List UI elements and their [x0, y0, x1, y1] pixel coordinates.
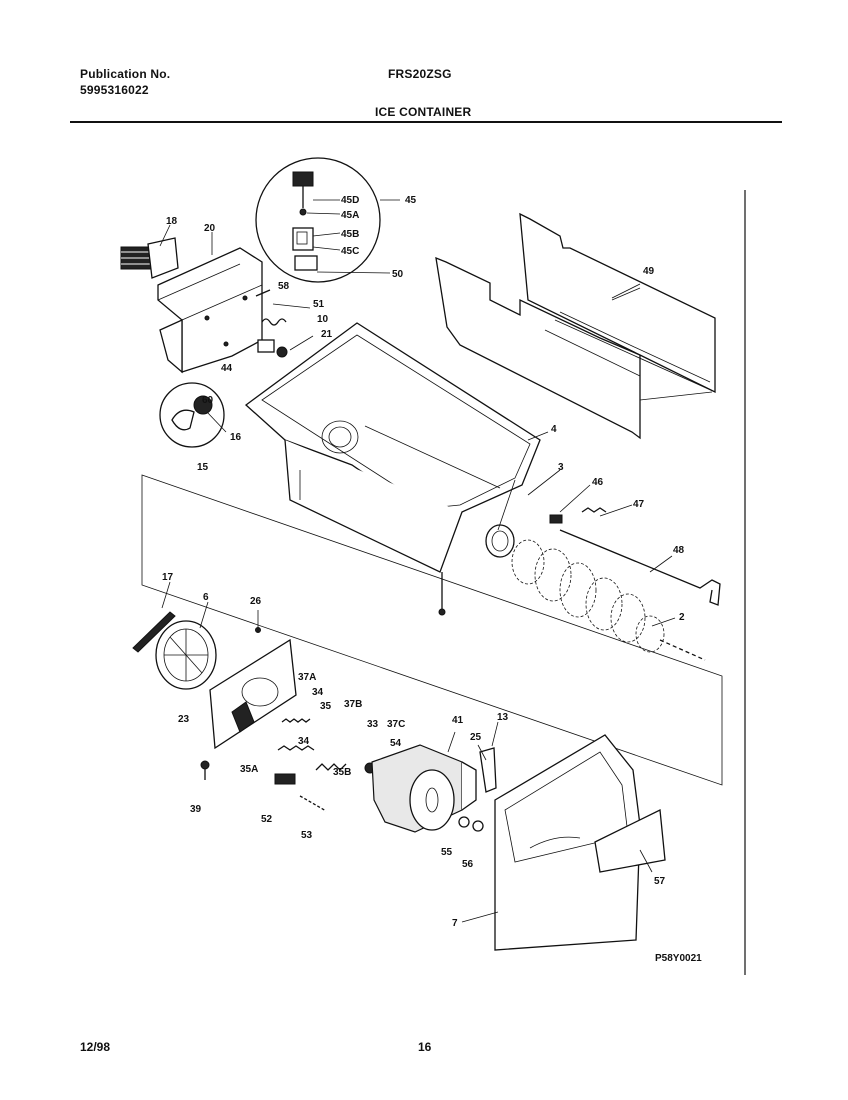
callout-45: 45	[405, 195, 417, 206]
ice-container-bucket-4	[244, 322, 541, 616]
callout-56: 56	[462, 859, 474, 870]
callout-25: 25	[470, 732, 482, 743]
publication-label: Publication No.	[80, 67, 171, 81]
callout-50: 50	[392, 269, 404, 280]
callout-60: 60	[202, 395, 214, 406]
callout-39: 39	[190, 804, 202, 815]
callout-labels: 18 20 45 45D 45A 45B 45C 50 49 58 51 10 …	[162, 195, 685, 929]
callout-16: 16	[230, 432, 242, 443]
callout-55: 55	[441, 847, 453, 858]
callout-21: 21	[321, 329, 333, 340]
leader-lines	[159, 224, 676, 923]
callout-52: 52	[261, 814, 273, 825]
detail-circle-15	[159, 382, 227, 448]
callout-4: 4	[551, 424, 557, 435]
header-rule	[70, 121, 782, 123]
detail-circle-45	[255, 157, 400, 283]
callout-18: 18	[166, 216, 178, 227]
mounting-plate-23	[200, 610, 297, 780]
callout-57: 57	[654, 876, 666, 887]
auger-assembly-2	[485, 479, 706, 661]
callout-33: 33	[367, 719, 379, 730]
callout-13: 13	[497, 712, 509, 723]
callout-2: 2	[679, 612, 685, 623]
flap-57	[594, 809, 666, 873]
callout-37B: 37B	[344, 699, 362, 710]
auger-frame-outline	[141, 474, 723, 786]
callout-35B: 35B	[333, 767, 351, 778]
callout-3: 3	[558, 462, 564, 473]
callout-34: 34	[312, 687, 324, 698]
motor-41	[371, 744, 497, 833]
section-title: ICE CONTAINER	[375, 105, 472, 119]
callout-35: 35	[320, 701, 332, 712]
callout-46: 46	[592, 477, 604, 488]
callout-53: 53	[301, 830, 313, 841]
spring-17	[132, 611, 176, 653]
callout-58: 58	[278, 281, 290, 292]
footer-date: 12/98	[80, 1040, 111, 1054]
callout-48: 48	[673, 545, 685, 556]
callout-49: 49	[643, 266, 655, 277]
callout-37A: 37A	[298, 672, 316, 683]
callout-54: 54	[390, 738, 402, 749]
callout-10: 10	[317, 314, 329, 325]
callout-7: 7	[452, 918, 458, 929]
callout-15: 15	[197, 462, 209, 473]
rod-assembly-48	[549, 484, 721, 606]
gear-parts	[274, 718, 376, 812]
rear-panel-49	[435, 212, 716, 440]
callout-26: 26	[250, 596, 262, 607]
callout-6: 6	[203, 592, 209, 603]
bracket-assembly-20	[120, 237, 314, 374]
callout-51: 51	[313, 299, 325, 310]
callout-17: 17	[162, 572, 174, 583]
diagram-id: P58Y0021	[655, 953, 702, 964]
callout-47: 47	[633, 499, 645, 510]
rotor-6	[155, 620, 217, 690]
footer-page-number: 16	[418, 1040, 432, 1054]
callout-45A: 45A	[341, 210, 359, 221]
callout-20: 20	[204, 223, 216, 234]
model-number: FRS20ZSG	[388, 67, 452, 81]
callout-45B: 45B	[341, 229, 359, 240]
callout-44: 44	[221, 363, 233, 374]
callout-35A: 35A	[240, 764, 258, 775]
callout-23: 23	[178, 714, 190, 725]
callout-45C: 45C	[341, 246, 359, 257]
publication-number: 5995316022	[80, 83, 149, 97]
callout-34b: 34	[298, 736, 310, 747]
callout-41: 41	[452, 715, 464, 726]
callout-37C: 37C	[387, 719, 405, 730]
callout-45D: 45D	[341, 195, 359, 206]
